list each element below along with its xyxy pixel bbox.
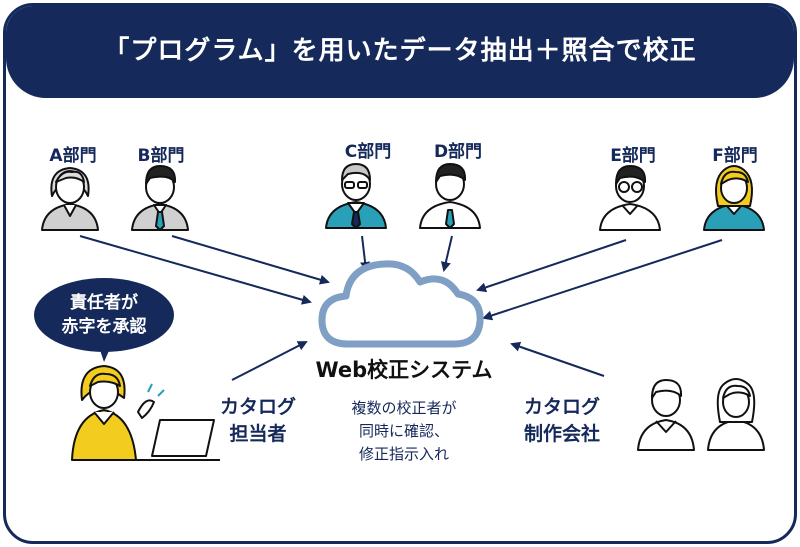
cloud-icon (318, 260, 484, 348)
catalog-maker-line-1: カタログ (524, 395, 600, 418)
arrow-e (476, 239, 627, 293)
arrow-catalog-maker (510, 341, 605, 377)
catalog-staff-person-icon (71, 365, 165, 461)
arrows (79, 235, 723, 381)
description-line-2: 同時に確認、 (359, 422, 449, 440)
dept-label-b: B部門 (138, 145, 185, 166)
person-b-icon (131, 165, 189, 231)
dept-label-f: F部門 (712, 145, 758, 166)
catalog-maker-person-2-icon (707, 378, 765, 451)
bubble-line-2: 赤字を承認 (62, 316, 147, 337)
diagram-title: 「プログラム」を用いたデータ抽出＋照合で校正 (103, 35, 697, 66)
person-a-icon (41, 167, 99, 231)
description-line-3: 修正指示入れ (359, 445, 449, 463)
dept-label-a: A部門 (49, 145, 96, 166)
description-line-1: 複数の校正者が (351, 399, 456, 417)
dept-label-e: E部門 (610, 145, 656, 166)
catalog-staff-line-2: 担当者 (229, 422, 286, 445)
arrow-catalog-staff (231, 341, 308, 381)
laptop-icon (120, 419, 220, 461)
person-c-icon (325, 163, 387, 229)
dept-label-c: C部門 (345, 141, 391, 162)
approval-bubble: 責任者が 赤字を承認 (34, 278, 174, 362)
title-banner: 「プログラム」を用いたデータ抽出＋照合で校正 (6, 6, 794, 98)
catalog-maker-person-1-icon (637, 379, 695, 451)
person-d-icon (419, 163, 481, 229)
person-f-icon (703, 165, 765, 231)
arrow-a (79, 235, 312, 305)
catalog-maker-line-2: 制作会社 (524, 422, 600, 445)
catalog-staff-line-1: カタログ (220, 395, 296, 418)
person-e-icon (599, 165, 661, 231)
arrow-d (440, 235, 453, 272)
system-label: Web校正システム (315, 358, 492, 382)
bubble-line-1: 責任者が (70, 292, 138, 313)
arrow-b (171, 235, 330, 285)
dept-label-d: D部門 (434, 141, 482, 162)
arrow-f (482, 239, 723, 321)
